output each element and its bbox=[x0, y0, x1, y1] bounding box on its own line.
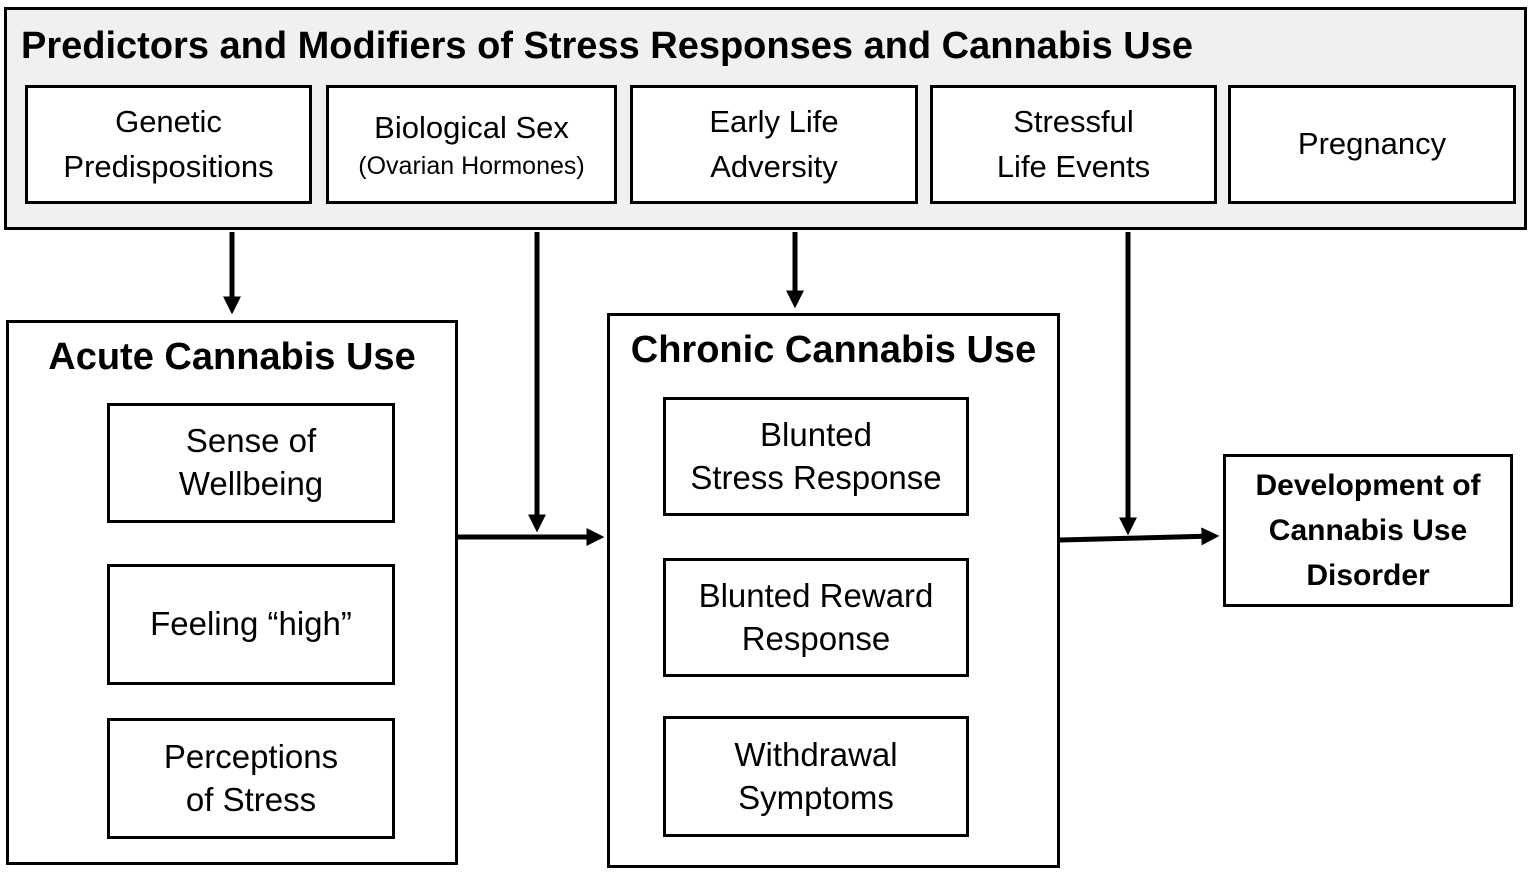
acute-item-label: Sense of Wellbeing bbox=[178, 422, 324, 502]
chronic-item-blunted-stress-response: Blunted Stress Response bbox=[663, 397, 969, 516]
predictor-sublabel: (Ovarian Hormones) bbox=[358, 152, 585, 181]
outcome-label: Development of Cannabis Use Disorder bbox=[1255, 469, 1481, 592]
chronic-item-label: Blunted Reward Response bbox=[698, 576, 934, 657]
development-of-cannabis-use-disorder-box: Development of Cannabis Use Disorder bbox=[1223, 454, 1513, 607]
acute-item-perceptions-of-stress: Perceptions of Stress bbox=[107, 718, 395, 839]
predictor-label: Biological Sex bbox=[374, 110, 569, 146]
predictor-label: Early Life Adversity bbox=[709, 104, 839, 184]
chronic-item-withdrawal-symptoms: Withdrawal Symptoms bbox=[663, 716, 969, 837]
arrow-chronic-to-cud bbox=[1059, 527, 1220, 546]
panel-title: Predictors and Modifiers of Stress Respo… bbox=[21, 25, 1193, 67]
predictor-box-pregnancy: Pregnancy bbox=[1228, 85, 1516, 204]
predictor-box-biological-sex: Biological Sex (Ovarian Hormones) bbox=[326, 85, 617, 204]
acute-cannabis-use-group: Acute Cannabis Use Sense of Wellbeing Fe… bbox=[6, 320, 458, 865]
predictor-box-stressful-life-events: Stressful Life Events bbox=[930, 85, 1217, 204]
predictor-label: Pregnancy bbox=[1297, 126, 1447, 162]
predictor-label: Stressful Life Events bbox=[996, 104, 1151, 184]
acute-item-label: Feeling “high” bbox=[150, 605, 352, 643]
chronic-cannabis-use-group: Chronic Cannabis Use Blunted Stress Resp… bbox=[607, 313, 1060, 868]
chronic-group-title: Chronic Cannabis Use bbox=[630, 329, 1037, 371]
acute-item-label: Perceptions of Stress bbox=[163, 737, 339, 818]
chronic-item-blunted-reward-response: Blunted Reward Response bbox=[663, 558, 969, 677]
predictor-box-genetic-predispositions: Genetic Predispositions bbox=[25, 85, 312, 204]
acute-group-title: Acute Cannabis Use bbox=[48, 336, 416, 378]
acute-item-feeling-high: Feeling “high” bbox=[107, 564, 395, 685]
acute-item-sense-of-wellbeing: Sense of Wellbeing bbox=[107, 403, 395, 523]
predictors-panel: Predictors and Modifiers of Stress Respo… bbox=[4, 7, 1527, 230]
predictor-label: Genetic Predispositions bbox=[63, 104, 274, 184]
predictor-box-early-life-adversity: Early Life Adversity bbox=[630, 85, 918, 204]
chronic-item-label: Withdrawal Symptoms bbox=[734, 735, 898, 816]
chronic-item-label: Blunted Stress Response bbox=[690, 415, 942, 496]
